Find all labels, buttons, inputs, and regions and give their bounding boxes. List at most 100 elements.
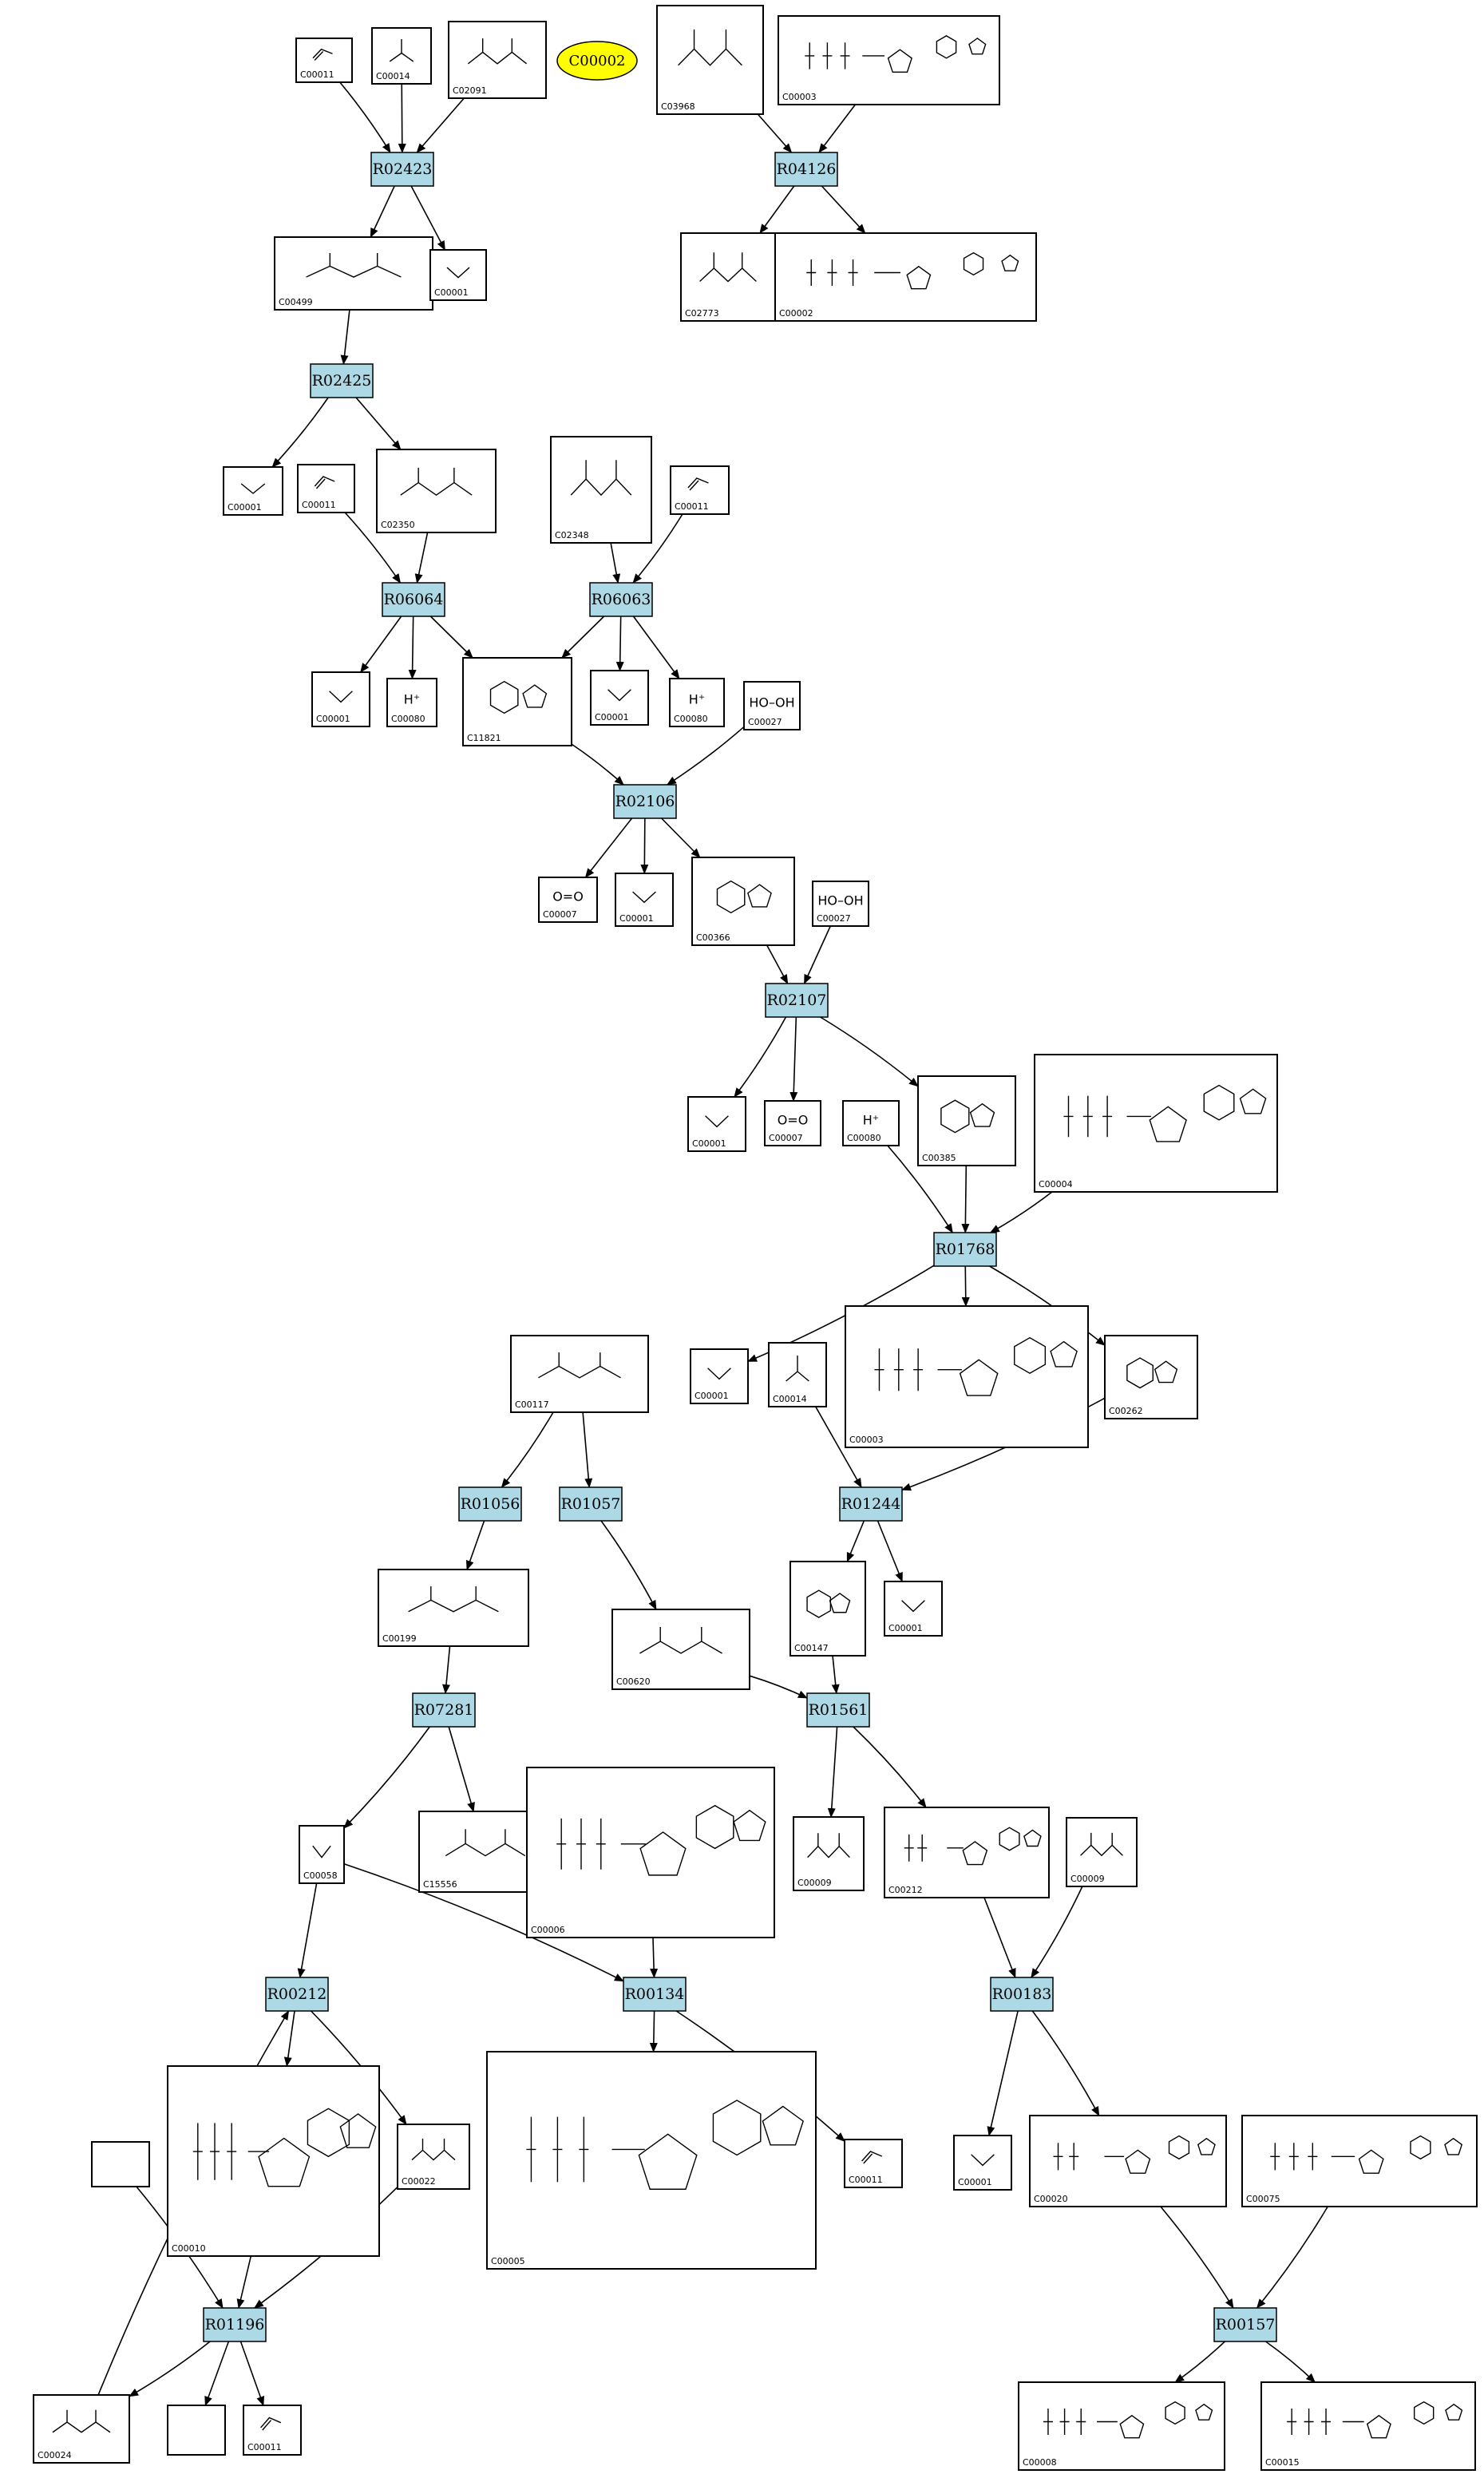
compound-c00022[interactable]: C00022 [397,2124,470,2190]
edge-R01196-c54 [204,2341,230,2406]
compound-c00001[interactable]: C00001 [690,1348,749,1404]
compound-c00499[interactable]: C00499 [274,236,433,311]
reaction-r01196[interactable]: R01196 [203,2307,267,2342]
compound-c00011[interactable]: C00011 [297,464,355,513]
compound-c00366[interactable]: C00366 [691,857,795,946]
compound-c00003[interactable]: C00003 [845,1305,1089,1448]
compound-c00003[interactable]: C00003 [778,15,1000,105]
compound-c00001[interactable]: C00001 [615,873,674,927]
compound-c00006[interactable]: C00006 [526,1767,775,1938]
structure-drawing [786,1356,809,1382]
reaction-r00134[interactable]: R00134 [623,1977,687,2012]
edge-R00183-c50 [1031,2010,1100,2116]
compound-id: C00075 [1246,2194,1280,2204]
compound-c00001[interactable]: C00001 [590,670,649,726]
structure-drawing [408,1586,499,1613]
reaction-r02106[interactable]: R02106 [613,784,677,819]
compound-c00117[interactable]: C00117 [510,1335,649,1413]
edge-R06064-c16 [408,616,417,679]
compound-c00002[interactable]: C00002 [774,232,1037,322]
compound-c02350[interactable]: C02350 [376,449,497,533]
compound-c00011[interactable]: C00011 [243,2405,302,2456]
compound-c00011[interactable]: C00011 [670,465,730,515]
edge-R01768-c34 [989,1265,1106,1346]
edge-R01561-c43 [853,1726,927,1808]
compound-c00385[interactable]: C00385 [917,1075,1016,1166]
compound-c00015[interactable]: C00015 [1260,2381,1476,2471]
edge-R00212-c45 [283,2010,295,2067]
compound-c00001[interactable]: C00001 [687,1096,746,1152]
compound-c00020[interactable]: C00020 [1029,2115,1227,2207]
compound-c00620[interactable]: C00620 [611,1609,750,1690]
reaction-r06063[interactable]: R06063 [589,582,653,617]
structure-drawing [707,1368,731,1380]
compound-unlabeled[interactable] [167,2405,226,2456]
reaction-r01561[interactable]: R01561 [806,1692,870,1728]
compound-c00009[interactable]: C00009 [1066,1817,1138,1887]
structure-drawing [314,476,335,489]
edge-c39-R00134 [343,1862,624,1982]
compound-c00014[interactable]: C00014 [768,1342,827,1407]
compound-c00147[interactable]: C00147 [789,1561,866,1657]
compound-c00001[interactable]: C00001 [429,249,487,301]
compound-c00080[interactable]: H⁺C00080 [669,678,725,727]
reaction-r01768[interactable]: R01768 [933,1232,997,1267]
structure-drawing [904,1827,1042,1866]
compound-c00001[interactable]: C00001 [311,671,370,727]
compound-unlabeled[interactable] [91,2141,150,2187]
compound-c00001[interactable]: C00001 [953,2135,1012,2191]
reaction-r02107[interactable]: R02107 [765,983,829,1018]
compound-c00199[interactable]: C00199 [378,1569,529,1647]
compound-c00001[interactable]: C00001 [884,1581,943,1637]
compound-c02091[interactable]: C02091 [448,21,547,99]
compound-c00010[interactable]: C00010 [167,2065,380,2257]
compound-c00011[interactable]: C00011 [295,38,353,83]
compound-id: C00003 [849,1435,884,1445]
compound-id: C00011 [302,500,336,510]
compound-c00262[interactable]: C00262 [1104,1335,1198,1419]
compound-c00014[interactable]: C00014 [371,27,432,85]
reaction-r06064[interactable]: R06064 [382,582,445,617]
compound-c00080[interactable]: H⁺C00080 [386,678,437,727]
compound-c00001[interactable]: C00001 [223,466,283,516]
compound-c00005[interactable]: C00005 [486,2051,817,2270]
compound-c00009[interactable]: C00009 [793,1816,865,1891]
reaction-r00157[interactable]: R00157 [1213,2307,1277,2342]
compound-c00212[interactable]: C00212 [884,1807,1050,1898]
edge-c12-R06064 [414,532,429,584]
reaction-r07281[interactable]: R07281 [412,1692,476,1728]
compound-id: C00058 [303,1870,338,1881]
compound-c03968[interactable]: C03968 [656,5,764,115]
edge-R02106-c21 [584,817,633,878]
reaction-r04126[interactable]: R04126 [774,152,838,187]
compound-c00075[interactable]: C00075 [1241,2115,1478,2207]
compound-c02348[interactable]: C02348 [550,436,652,544]
compound-c00008[interactable]: C00008 [1018,2381,1225,2471]
structure-drawing [260,2417,282,2431]
compound-c00011[interactable]: C00011 [844,2139,903,2188]
reaction-r02425[interactable]: R02425 [310,363,374,398]
reaction-r02423[interactable]: R02423 [370,152,434,187]
reaction-r00212[interactable]: R00212 [265,1977,329,2012]
highlighted-compound-c00002[interactable]: C00002 [556,41,638,81]
compound-c00024[interactable]: C00024 [33,2394,130,2464]
compound-id: C00385 [922,1153,956,1163]
compound-c02773[interactable]: C02773 [680,232,776,322]
compound-c11821[interactable]: C11821 [462,657,572,746]
compound-c00058[interactable]: C00058 [299,1825,345,1884]
reaction-r01057[interactable]: R01057 [559,1486,623,1522]
reaction-r01244[interactable]: R01244 [839,1486,903,1522]
reaction-r00183[interactable]: R00183 [990,1977,1054,2012]
reaction-r01056[interactable]: R01056 [458,1486,522,1522]
compound-c00004[interactable]: C00004 [1034,1054,1278,1193]
edge-R04126-c9 [821,185,866,234]
edge-c41-R00134 [650,1937,659,1978]
compound-c00080[interactable]: H⁺C00080 [842,1100,900,1146]
structure-drawing [806,1589,851,1618]
edge-R02107-c28 [820,1016,919,1087]
structure-drawing [467,38,528,65]
